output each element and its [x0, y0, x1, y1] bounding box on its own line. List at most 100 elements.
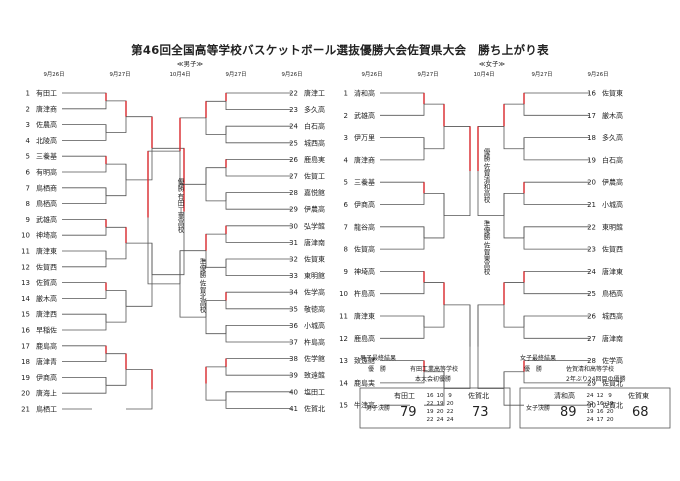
team-name: 神埼高 — [354, 267, 375, 276]
team-name: 塩田工 — [304, 387, 325, 396]
period-score: 10 — [436, 393, 444, 399]
team-seed: 20 — [21, 390, 30, 398]
team-seed: 4 — [26, 137, 31, 145]
team-name: 唐津商 — [36, 104, 57, 113]
period-score: 24 — [446, 417, 454, 423]
date-label: 9月26日 — [281, 71, 302, 78]
team-seed: 33 — [289, 272, 298, 280]
final-score: 68 — [632, 405, 649, 420]
bracket-line — [106, 163, 127, 197]
team-name: 佐賀西 — [36, 262, 57, 271]
score-box-frame — [519, 387, 671, 429]
team-seed: 14 — [339, 379, 348, 387]
team-name: 佐賀北 — [602, 401, 623, 410]
team-name: 北陵高 — [36, 136, 57, 145]
team-seed: 1 — [26, 90, 30, 98]
final-team: 清和高 — [554, 391, 575, 400]
bracket-line — [225, 358, 240, 376]
team-seed: 8 — [26, 200, 30, 208]
team-name: 佐賀東 — [602, 89, 623, 98]
team-seed: 23 — [587, 246, 596, 254]
team-seed: 20 — [587, 179, 596, 187]
team-seed: 18 — [587, 134, 596, 142]
team-name: 唐津南 — [304, 238, 325, 247]
bracket-line — [92, 124, 107, 141]
period-score: 22 — [426, 401, 433, 407]
bracket-line — [477, 304, 504, 389]
girls-winner-label: 優 勝 — [524, 365, 542, 373]
team-name: 三養基 — [36, 152, 57, 161]
bracket-line — [92, 92, 107, 110]
team-name: 有明高 — [36, 168, 57, 177]
team-seed: 8 — [344, 246, 348, 254]
bracket-line — [92, 376, 107, 394]
team-name: 唐津西 — [36, 310, 57, 319]
bracket-line — [106, 353, 127, 386]
team-seed: 5 — [344, 179, 348, 187]
girls-winner-school: 佐賀清和高等学校 — [566, 365, 614, 373]
period-score: 22 — [446, 409, 453, 415]
team-seed: 11 — [339, 313, 348, 321]
team-name: 鳥栖工 — [36, 405, 57, 414]
bracket-line — [92, 187, 107, 205]
team-name: 伊農高 — [304, 205, 325, 214]
team-name: 佐賀西 — [602, 245, 623, 254]
period-score: 16 — [596, 401, 604, 407]
team-seed: 13 — [21, 279, 30, 287]
period-score: 19 — [426, 409, 434, 415]
bracket-line — [205, 300, 226, 335]
team-name: 唐津青 — [36, 357, 57, 366]
date-label: 10月4日 — [169, 71, 190, 78]
team-seed: 12 — [21, 263, 30, 271]
boys-note: 本大会初優勝 — [415, 375, 451, 383]
team-name: 佐学高 — [304, 288, 325, 297]
team-name: 唐津工 — [304, 89, 325, 98]
team-seed: 3 — [344, 134, 348, 142]
boys-header: ≪男子≫ — [177, 60, 203, 68]
bracket-line — [523, 315, 538, 339]
bracket-line — [410, 181, 425, 205]
team-seed: 16 — [21, 327, 30, 335]
boys-winner-vertical: 優勝 有田工業高校 — [176, 177, 184, 234]
girls-winner-vertical: 優勝 佐賀清和高校 — [482, 147, 490, 204]
final-team: 有田工 — [394, 391, 415, 400]
team-name: 杵島高 — [304, 338, 325, 347]
team-name: 城西高 — [304, 138, 325, 147]
team-name: 神埼高 — [36, 231, 57, 240]
bracket-line — [503, 192, 524, 239]
team-seed: 17 — [21, 342, 30, 350]
boys-winner-school: 有田工業高等学校 — [410, 365, 458, 373]
bracket-line — [92, 250, 107, 268]
bracket-line — [106, 290, 127, 323]
team-seed: 34 — [289, 289, 298, 297]
bracket-line — [523, 270, 538, 295]
bracket-line — [92, 313, 107, 331]
team-name: 小城高 — [602, 200, 623, 209]
final-score: 89 — [560, 405, 577, 420]
bracket-line — [225, 125, 240, 144]
team-name: 牛津高 — [354, 401, 375, 410]
team-seed: 22 — [289, 90, 298, 98]
team-name: 東明館 — [602, 222, 623, 231]
team-seed: 2 — [26, 105, 30, 113]
team-seed: 4 — [344, 156, 349, 164]
bracket-line — [523, 137, 538, 161]
team-name: 佐賀北 — [602, 378, 623, 387]
team-name: 唐津東 — [36, 247, 57, 256]
team-seed: 2 — [344, 112, 348, 120]
bracket-line — [503, 371, 524, 406]
bracket-line — [106, 226, 127, 260]
period-score: 19 — [606, 401, 614, 407]
team-name: 佐賀高 — [354, 245, 375, 254]
bracket-line — [410, 315, 425, 339]
date-label: 9月27日 — [109, 71, 130, 78]
team-seed: 27 — [587, 335, 596, 343]
page-title: 第46回全国高等学校バスケットボール選抜優勝大会佐賀県大会 勝ち上がり表 — [131, 43, 549, 57]
bracket-line — [205, 366, 226, 401]
date-label: 10月4日 — [473, 71, 494, 78]
team-seed: 14 — [21, 295, 30, 303]
team-name: 嘉悦館 — [304, 188, 325, 197]
